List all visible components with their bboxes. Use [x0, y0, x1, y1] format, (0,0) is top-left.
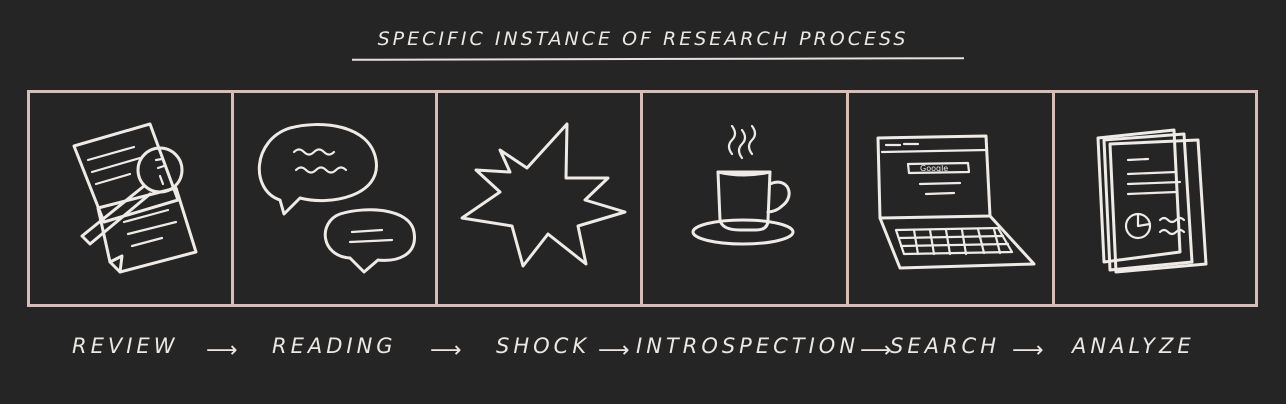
step-review: REVIEW	[72, 334, 179, 358]
panel-divider	[435, 92, 438, 305]
arrow: ⟶	[430, 338, 462, 363]
panel-strip	[27, 90, 1258, 307]
panel-divider	[640, 92, 643, 305]
magnifier-document-icon	[72, 122, 198, 274]
report-pages-icon	[1096, 128, 1208, 274]
step-introspection: INTROSPECTION	[636, 334, 860, 358]
arrow: ⟶	[598, 338, 630, 363]
laptop-screen-text: Google	[920, 164, 948, 173]
arrow: ⟶	[206, 338, 238, 363]
panel-divider	[231, 92, 234, 305]
process-steps: REVIEW ⟶ READING ⟶ SHOCK ⟶ INTROSPECTION…	[0, 334, 1286, 366]
starburst-icon	[460, 122, 627, 268]
step-analyze: ANALYZE	[1072, 334, 1195, 358]
step-search: SEARCH	[890, 334, 1001, 358]
speech-bubbles-icon	[257, 123, 416, 274]
panel-divider	[846, 92, 849, 305]
arrow: ⟶	[1012, 338, 1044, 363]
coffee-cup-icon	[691, 124, 795, 246]
step-shock: SHOCK	[496, 334, 591, 358]
panel-divider	[1052, 92, 1055, 305]
step-reading: READING	[272, 334, 397, 358]
laptop-icon: Google	[876, 134, 1036, 270]
arrow: ⟶	[860, 338, 892, 363]
diagram-title: SPECIFIC INSTANCE OF RESEARCH PROCESS	[377, 28, 909, 50]
